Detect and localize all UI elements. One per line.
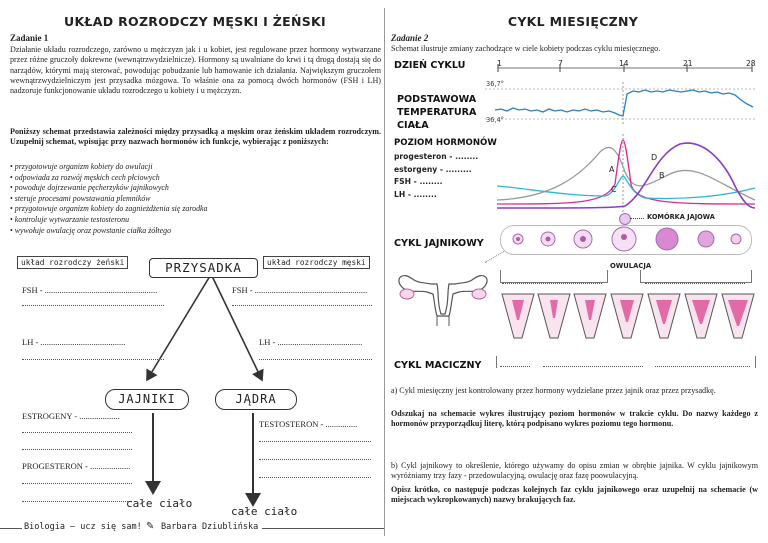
question-a-text: a) Cykl miesięczny jest kontrolowany prz… <box>391 386 716 395</box>
hormone-chart <box>496 134 756 212</box>
option-item: przygotowuje organizm kobiety do zagnież… <box>10 204 381 215</box>
progesterone-field[interactable]: PROGESTERON - ................... <box>22 461 131 471</box>
column-divider <box>384 8 385 536</box>
lh-female-field[interactable]: LH - ...................................… <box>22 337 126 347</box>
task1-intro: Działanie układu rozrodczego, zarówno u … <box>10 45 381 96</box>
question-b-instruction: Opisz krótko, co następuje podczas kolej… <box>391 485 758 505</box>
progesterone-line-1[interactable] <box>22 483 132 484</box>
uterine-phase-1-field[interactable] <box>500 366 530 367</box>
hormone-arrows <box>145 275 264 507</box>
day-14: 14 <box>619 59 629 68</box>
curve-letter-c: C <box>611 185 617 194</box>
whole-body-female: całe ciało <box>126 497 193 510</box>
uterine-phase-bracket <box>496 356 756 368</box>
lh-male-field[interactable]: LH - ...................................… <box>259 337 363 347</box>
temp-label-1: PODSTAWOWA <box>397 94 477 105</box>
uterus-illustration <box>398 274 488 326</box>
uterine-phase-3-field[interactable] <box>655 366 750 367</box>
progesterone-line-2[interactable] <box>22 501 132 502</box>
hormone-estrogen-field[interactable]: estorgeny - ......... <box>394 164 472 174</box>
cycle-day-axis <box>497 64 753 72</box>
hormone-fsh-field[interactable]: FSH - ........ <box>394 177 443 186</box>
testosterone-line-3[interactable] <box>259 477 371 478</box>
task1-label: Zadanie 1 <box>10 33 49 43</box>
ovaries-box: JAJNIKI <box>105 389 189 410</box>
testosterone-line-2[interactable] <box>259 459 371 460</box>
testes-box: JĄDRA <box>215 389 297 410</box>
option-item: steruje procesami powstawania plemników <box>10 194 381 205</box>
day-21: 21 <box>683 59 693 68</box>
day-28: 28 <box>746 59 756 68</box>
whole-body-male: całe ciało <box>231 505 298 518</box>
ovary-cycle-label: CYKL JAJNIKOWY <box>394 238 484 249</box>
testosterone-field[interactable]: TESTOSTERON - ............... <box>259 419 358 429</box>
uterine-cycle-stages <box>501 293 755 339</box>
footer: Biologia – ucz się sam! ✎ Barbara Dziubl… <box>0 521 384 534</box>
footer-series: Biologia – ucz się sam! <box>24 522 142 532</box>
fsh-female-line[interactable] <box>22 305 164 306</box>
cycle-day-label: DZIEŃ CYKLU <box>394 60 466 71</box>
option-item: kontroluje wytwarzanie testosteronu <box>10 215 381 226</box>
lh-female-line[interactable] <box>22 359 164 360</box>
right-title: CYKL MIESIĘCZNY <box>507 14 639 29</box>
question-b-text: b) Cykl jajnikowy to określenie, którego… <box>391 461 758 481</box>
hormone-lh-field[interactable]: LH - ........ <box>394 189 437 199</box>
ovary-follicle-strip <box>500 225 752 255</box>
curve-estrogen <box>496 146 756 201</box>
option-item: przygotowuje organizm kobiety do owulacj… <box>10 162 381 173</box>
hormone-progesterone-field[interactable]: progesteron - ........ <box>394 152 479 161</box>
ovary-phase-3-field[interactable] <box>645 283 745 284</box>
hormone-level-label: POZIOM HORMONÓW <box>394 138 497 148</box>
temp-high-value: 36,7° <box>486 80 504 88</box>
hormone-list: progesteron - ........ estorgeny - .....… <box>394 151 478 201</box>
egg-cell-label: KOMÓRKA JAJOWA <box>647 213 715 221</box>
male-system-tag: układ rozrodczy męski <box>263 256 370 269</box>
uterus-pointer <box>484 251 505 263</box>
follicle-stages <box>512 226 742 252</box>
temperature-chart <box>485 82 757 126</box>
curve-letter-b: B <box>659 171 665 180</box>
lh-male-line[interactable] <box>259 359 372 360</box>
curve-letter-d: D <box>651 153 658 162</box>
curve-lh <box>496 139 756 205</box>
female-system-tag: układ rozrodczy żeński <box>17 256 129 269</box>
fsh-male-line[interactable] <box>232 305 372 306</box>
pencil-icon: ✎ <box>146 521 155 532</box>
day-7: 7 <box>558 59 563 68</box>
left-title: UKŁAD ROZRODCZY MĘSKI I ŻEŃSKI <box>64 14 326 29</box>
egg-cell-icon <box>619 213 631 225</box>
pituitary-box: PRZYSADKA <box>149 258 258 278</box>
curve-fsh <box>496 175 756 200</box>
uterine-phase-2-field[interactable] <box>543 366 643 367</box>
temp-label-3: CIAŁA <box>397 120 429 131</box>
option-item: odpowiada za rozwój męskich cech płciowy… <box>10 173 381 184</box>
uterine-cycle-label: CYKL MACICZNY <box>394 360 482 371</box>
task2-intro: Schemat ilustruje zmiany zachodzące w ci… <box>391 44 661 53</box>
estrogen-line-1[interactable] <box>22 432 132 433</box>
option-item: wywołuje owulację oraz powstanie ciałka … <box>10 226 381 237</box>
ovary-phase-bracket-2 <box>640 270 752 283</box>
estrogen-line-2[interactable] <box>22 449 132 450</box>
task1-options: przygotowuje organizm kobiety do owulacj… <box>10 162 381 236</box>
ovary-phase-1-field[interactable] <box>502 283 602 284</box>
day-1: 1 <box>497 59 502 68</box>
temp-label-2: TEMPERATURA <box>397 107 477 118</box>
temp-low-value: 36,4° <box>486 116 504 124</box>
estrogen-field[interactable]: ESTROGENY - ................... <box>22 411 120 421</box>
curve-letter-a: A <box>609 165 615 174</box>
fsh-male-field[interactable]: FSH - ..................................… <box>232 285 368 295</box>
egg-cell-pointer <box>630 218 644 219</box>
question-a-instruction: Odszukaj na schemacie wykres ilustrujący… <box>391 409 758 429</box>
fsh-female-field[interactable]: FSH - ..................................… <box>22 285 158 295</box>
ovulation-label: OWULACJA <box>610 262 652 270</box>
footer-author: Barbara Dziublińska <box>161 522 259 532</box>
task2-label: Zadanie 2 <box>391 33 429 43</box>
ovary-phase-bracket-1 <box>500 270 608 283</box>
testosterone-line-1[interactable] <box>259 441 371 442</box>
task1-instruction: Poniższy schemat przedstawia zależności … <box>10 127 381 147</box>
option-item: powoduje dojrzewanie pęcherzyków jajniko… <box>10 183 381 194</box>
curve-progesterone <box>496 142 756 209</box>
